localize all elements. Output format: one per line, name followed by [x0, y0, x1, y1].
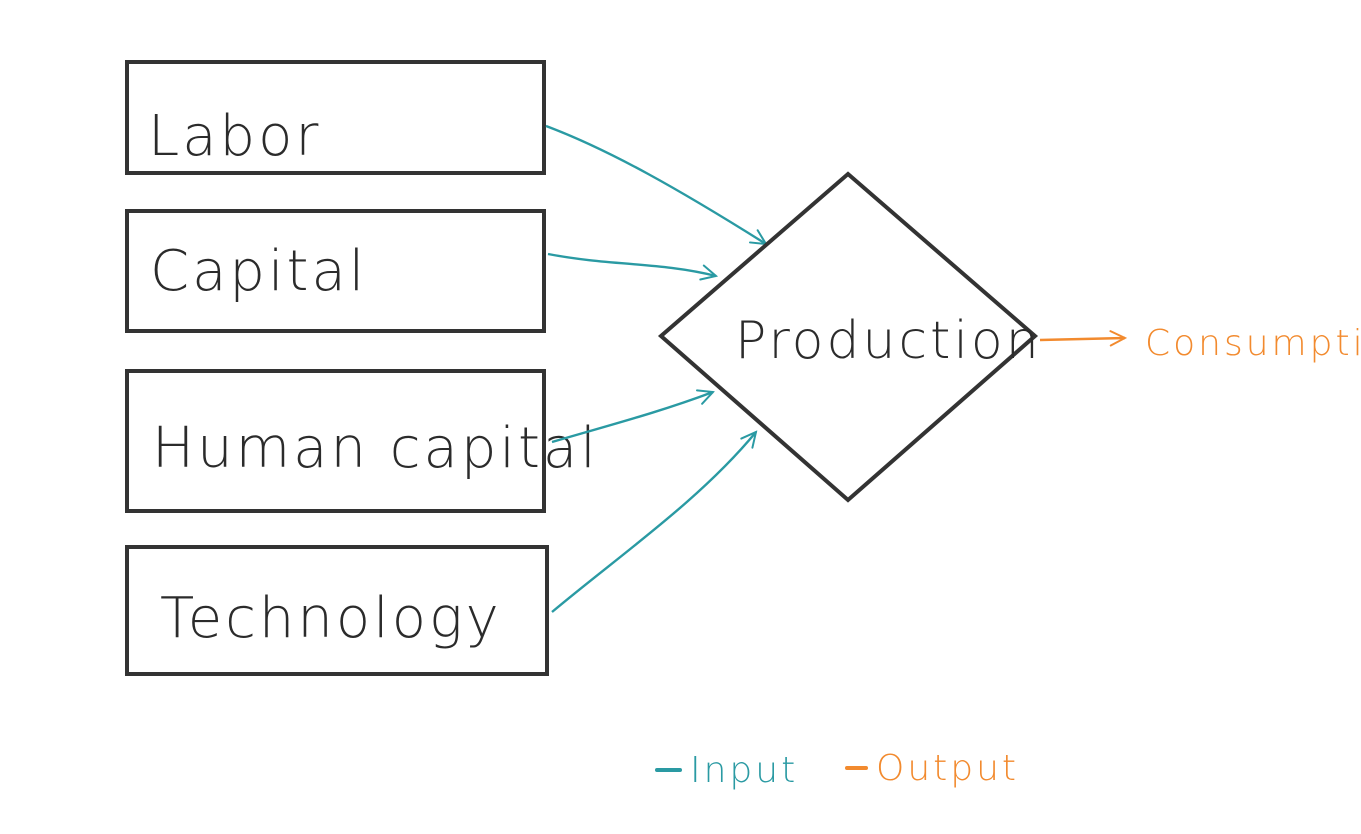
input-box-human-capital: Human capital [125, 369, 599, 513]
output-arrow [1039, 338, 1125, 340]
input-label-labor: Labor [148, 104, 321, 169]
input-arrow-human-capital [551, 392, 713, 444]
production-node: Production [657, 171, 1042, 503]
input-arrow-technology [551, 432, 756, 613]
legend: Input Output [655, 748, 1019, 791]
legend-input-label: Input [690, 750, 798, 791]
input-arrow-labor [545, 124, 766, 244]
legend-output-label: Output [876, 748, 1019, 789]
input-label-human-capital: Human capital [152, 416, 599, 481]
input-box-capital: Capital [125, 209, 546, 333]
input-label-technology: Technology [160, 586, 502, 651]
production-label: Production [735, 311, 1042, 371]
input-label-capital: Capital [150, 239, 367, 304]
input-box-technology: Technology [125, 545, 549, 676]
input-box-labor: Labor [125, 60, 546, 175]
input-arrow-capital [547, 252, 716, 276]
output-label-consumption: Consumption [1145, 323, 1361, 364]
